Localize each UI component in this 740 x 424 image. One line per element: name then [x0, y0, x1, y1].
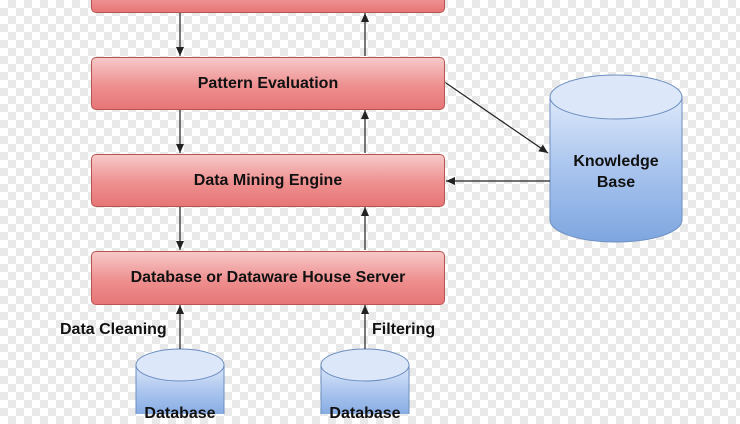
knowledge-base-cylinder — [549, 74, 683, 243]
knowledge-base-label-line2: Base — [596, 174, 636, 191]
filtering-label: Filtering — [372, 321, 436, 338]
arrow-kb-pattern-bidirectional — [436, 74, 549, 154]
database-server-box: Database or Dataware House Server — [91, 251, 445, 305]
database-cylinder-right — [320, 348, 410, 414]
data-mining-engine-box: Data Mining Engine — [91, 154, 445, 207]
top-box — [91, 0, 445, 13]
knowledge-base-label: Knowledge Base — [550, 151, 682, 193]
data-cleaning-label: Data Cleaning — [60, 321, 167, 338]
knowledge-base-label-line1: Knowledge — [573, 153, 659, 170]
diagram-graphics — [135, 13, 683, 414]
database-cylinder-left — [135, 348, 225, 414]
architecture-diagram: Pattern Evaluation Data Mining Engine Da… — [60, 0, 683, 422]
pattern-evaluation-box: Pattern Evaluation — [91, 57, 445, 110]
